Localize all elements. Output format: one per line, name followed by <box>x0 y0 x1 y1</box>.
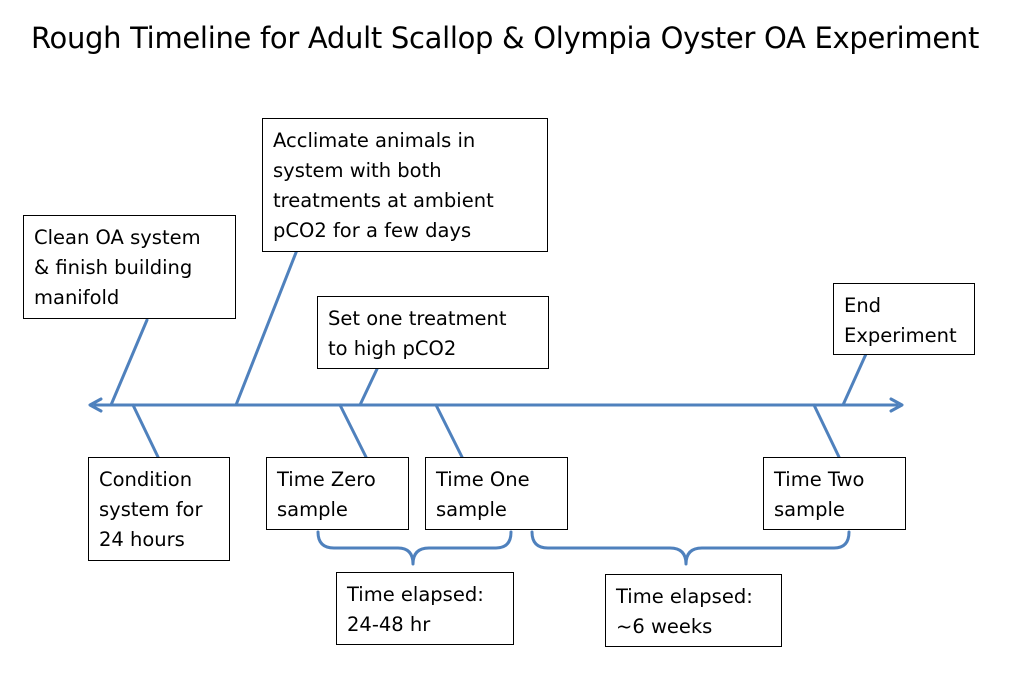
timeline-right-arrowhead <box>889 397 904 413</box>
event-condition-system: Condition system for 24 hours <box>88 457 230 561</box>
connector-time-two <box>812 403 841 459</box>
timeline-left-arrowhead <box>88 397 103 413</box>
connector-set-treatment <box>358 367 379 407</box>
connector-acclimate <box>234 248 299 407</box>
event-end-experiment: End Experiment <box>833 283 975 355</box>
event-set-treatment: Set one treatment to high pCO2 <box>317 296 549 369</box>
event-time-two: Time Two sample <box>763 457 906 530</box>
connector-condition-system <box>131 403 160 459</box>
connector-time-one <box>434 403 464 459</box>
connector-clean-system <box>109 318 149 407</box>
event-time-one: Time One sample <box>425 457 568 530</box>
event-clean-system: Clean OA system & finish building manifo… <box>23 215 236 319</box>
diagram-title: Rough Timeline for Adult Scallop & Olymp… <box>30 21 980 55</box>
event-time-zero: Time Zero sample <box>266 457 409 530</box>
elapsed-first: Time elapsed: 24-48 hr <box>336 572 514 645</box>
connector-end-experiment <box>841 352 868 407</box>
connector-time-zero <box>338 403 368 459</box>
elapsed-bracket-second <box>530 530 851 566</box>
elapsed-bracket-first <box>316 530 513 566</box>
event-acclimate: Acclimate animals in system with both tr… <box>262 118 548 252</box>
elapsed-second: Time elapsed: ~6 weeks <box>605 574 782 647</box>
